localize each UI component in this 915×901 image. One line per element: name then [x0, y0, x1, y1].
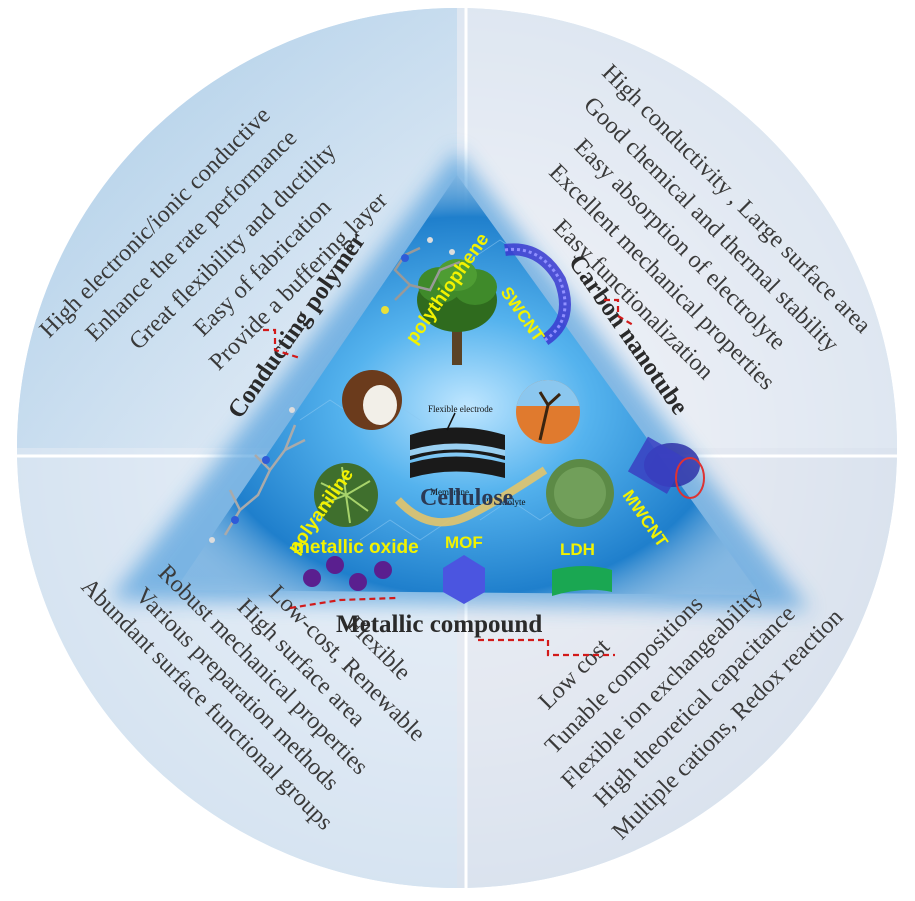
desert-tree-photo-icon — [516, 380, 580, 444]
flexible-electrode-device — [410, 412, 505, 478]
cotton-photo-icon — [342, 370, 402, 430]
cellulose-fiber-icon — [395, 466, 548, 527]
material-mof: MOF — [445, 533, 483, 552]
category-metallic-compound: Metallic compound — [336, 611, 542, 638]
dashed-connectors — [263, 298, 634, 657]
label-electrolyte: Electrolyte — [486, 497, 525, 507]
polythiophene-molecule-icon — [381, 237, 461, 314]
tree-icon — [417, 259, 497, 365]
mwcnt-tube-icon — [627, 436, 705, 499]
material-metallic-oxide: metallic oxide — [293, 537, 419, 558]
swcnt-tube-icon — [504, 243, 571, 345]
label-membrane: Membrane — [430, 487, 469, 497]
pine-needles-photo-icon — [314, 463, 378, 527]
metallic-oxide-spheres-icon — [303, 556, 392, 591]
category-cellulose: Cellulose — [420, 485, 514, 511]
material-ldh: LDH — [560, 540, 595, 559]
ldh-sheet-icon — [552, 566, 612, 596]
polyaniline-molecule-icon — [209, 407, 306, 543]
green-fiber-photo-icon — [546, 459, 614, 527]
mof-polyhedron-icon — [443, 555, 485, 604]
label-flexible-electrode: Flexible electrode — [428, 404, 493, 414]
